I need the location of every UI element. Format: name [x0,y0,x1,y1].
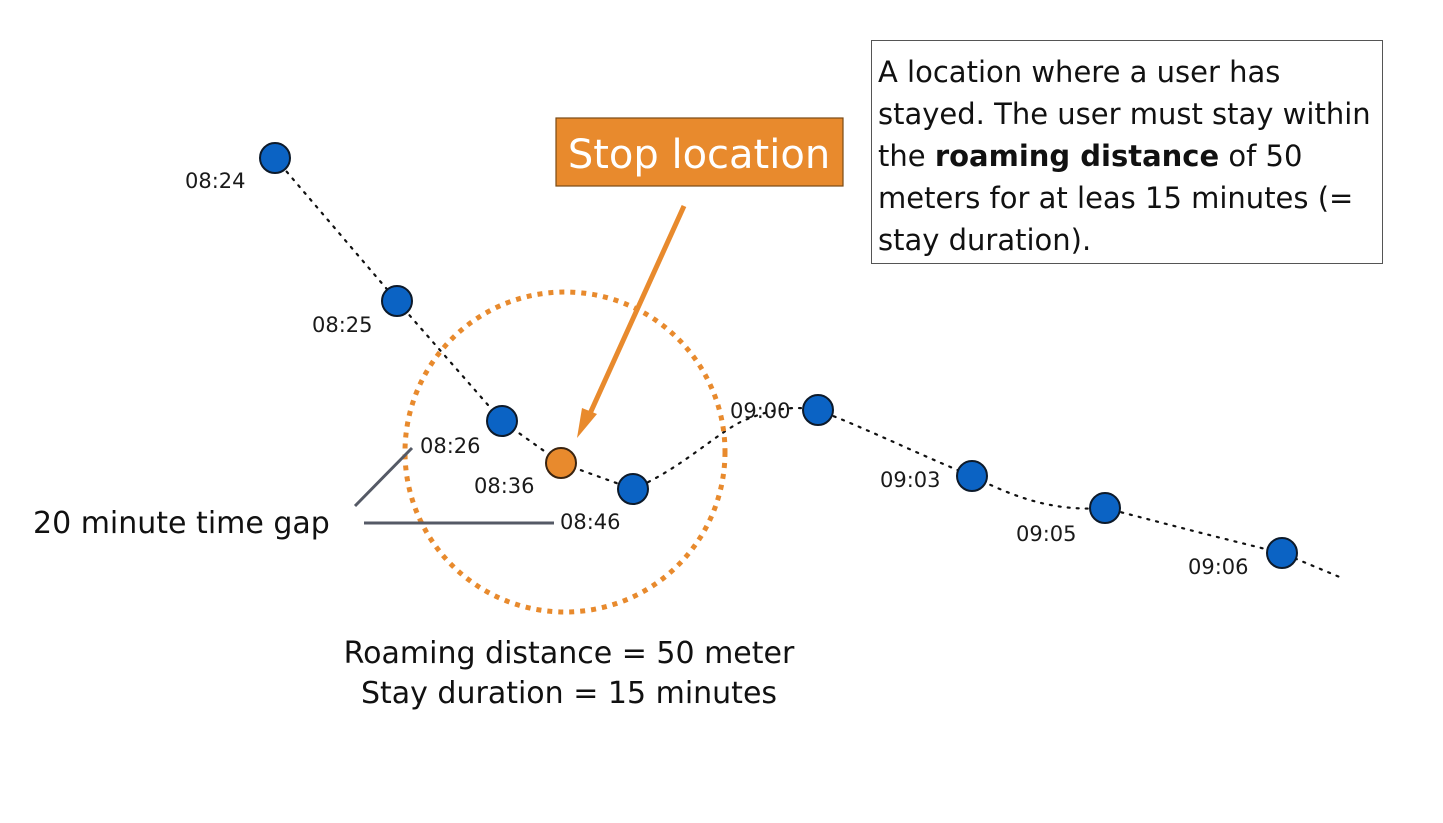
time-label-0846: 08:46 [560,510,621,534]
track-point-0900 [802,394,834,426]
track-point-0903 [956,460,988,492]
definition-box: A location where a user has stayed. The … [871,40,1383,264]
definition-text-highlight: roaming distance [934,139,1220,173]
stop-arrow-shaft [585,204,687,420]
time-label-0905: 09:05 [1016,522,1077,546]
time-label-0903: 09:03 [880,468,941,492]
track-point-0824 [259,142,291,174]
track-point-0826 [486,405,518,437]
time-gap-annotation: 20 minute time gap [33,506,330,541]
track-point-0846 [617,473,649,505]
time-label-0826: 08:26 [420,434,481,458]
definition-text-part2: of 50 meters for at leas 15 minutes (= s… [878,139,1354,257]
track-point-0906 [1266,537,1298,569]
stop-location-label-box [555,117,844,187]
time-label-0836: 08:36 [474,474,535,498]
time-label-0900: 09:00 [730,399,791,423]
definition-text-part1: A location where a user has stayed. The … [878,55,1371,173]
stop-arrow-head [577,408,597,438]
stop-point-0836 [545,447,577,479]
time-label-0824: 08:24 [185,169,246,193]
caption-roaming-distance: Roaming distance = 50 meter [344,636,795,671]
track-point-0825 [381,285,413,317]
time-label-0906: 09:06 [1188,555,1249,579]
roaming-distance-circle [402,289,728,615]
track-point-0905 [1089,492,1121,524]
stop-location-label: Stop location [568,132,830,178]
caption-stay-duration: Stay duration = 15 minutes [361,676,777,711]
trajectory-path [273,156,1344,580]
time-gap-line-upper [353,446,414,508]
time-label-0825: 08:25 [312,313,373,337]
